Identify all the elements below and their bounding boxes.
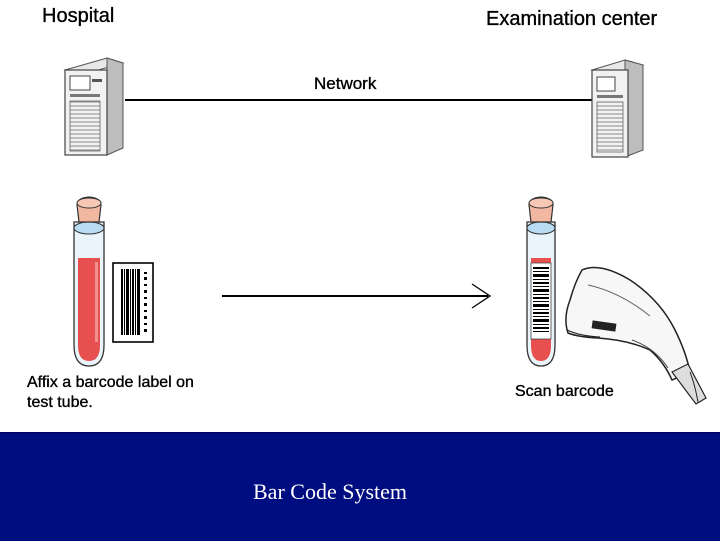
server-icon — [63, 57, 125, 156]
server-icon — [590, 59, 645, 158]
network-label: Network — [314, 74, 377, 93]
diagram-graphics — [63, 57, 707, 405]
test-tube-icon — [526, 196, 556, 367]
caption-text: Bar Code System — [253, 479, 407, 504]
test-tube-icon — [73, 196, 105, 367]
affix-step-label: Affix a barcode label on test tube. — [27, 374, 194, 411]
scan-step-label: Scan barcode — [515, 383, 614, 400]
footer-banner: Bar Code System — [0, 432, 720, 541]
barcode-label-icon — [112, 262, 154, 343]
examination-center-label: Examination center — [486, 8, 658, 30]
hospital-label: Hospital — [42, 5, 115, 27]
barcode-scanner-icon — [565, 266, 707, 405]
diagram-area: Hospital Examination center Network Affi… — [26, 4, 707, 412]
transfer-arrow — [222, 283, 492, 309]
